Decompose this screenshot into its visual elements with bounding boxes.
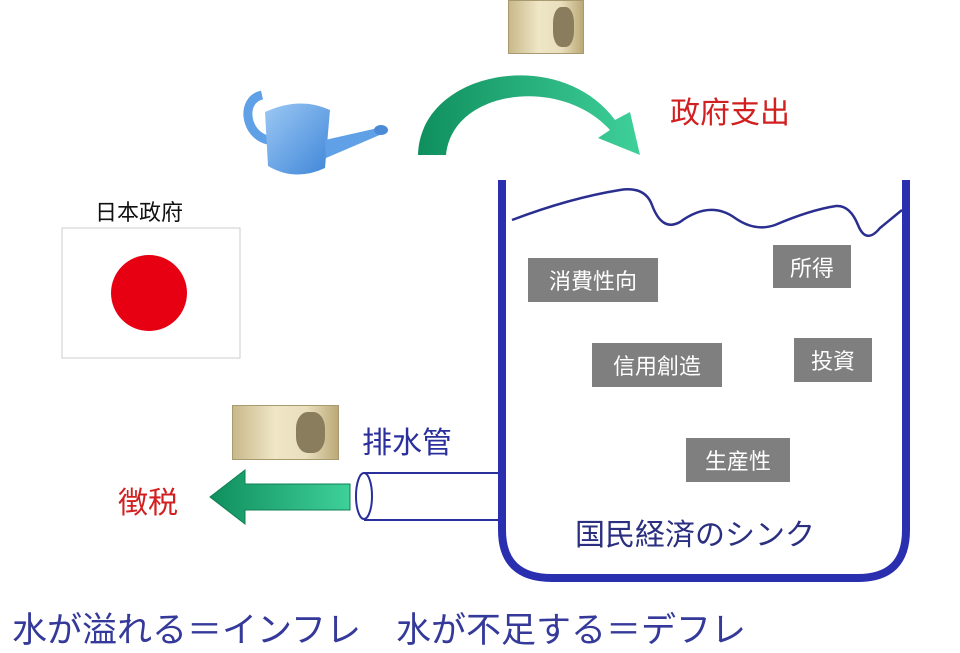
sink-outline: [498, 180, 910, 582]
spending-arrow-icon: [418, 75, 640, 155]
factor-box: 所得: [773, 245, 851, 288]
factor-box: 投資: [794, 338, 872, 382]
taxation-label: 徴税: [118, 486, 178, 521]
footer-caption: 水が溢れる＝インフレ 水が不足する＝デフレ: [12, 611, 746, 651]
watering-can-icon: [243, 90, 388, 175]
government-spending-label: 政府支出: [670, 96, 790, 131]
banknote-icon: [508, 0, 584, 54]
japan-government-label: 日本政府: [95, 201, 184, 226]
drain-pipe: [355, 472, 502, 521]
factor-box: 消費性向: [528, 258, 658, 302]
sink-title: 国民経済のシンク: [575, 518, 815, 553]
water-surface: [511, 188, 903, 237]
drain-pipe-label: 排水管: [362, 426, 452, 461]
factor-box: 生産性: [686, 438, 790, 482]
banknote-icon: [232, 405, 339, 460]
factor-box: 信用創造: [592, 343, 722, 387]
flag-sun-icon: [111, 255, 187, 331]
tax-arrow-icon: [209, 468, 351, 526]
